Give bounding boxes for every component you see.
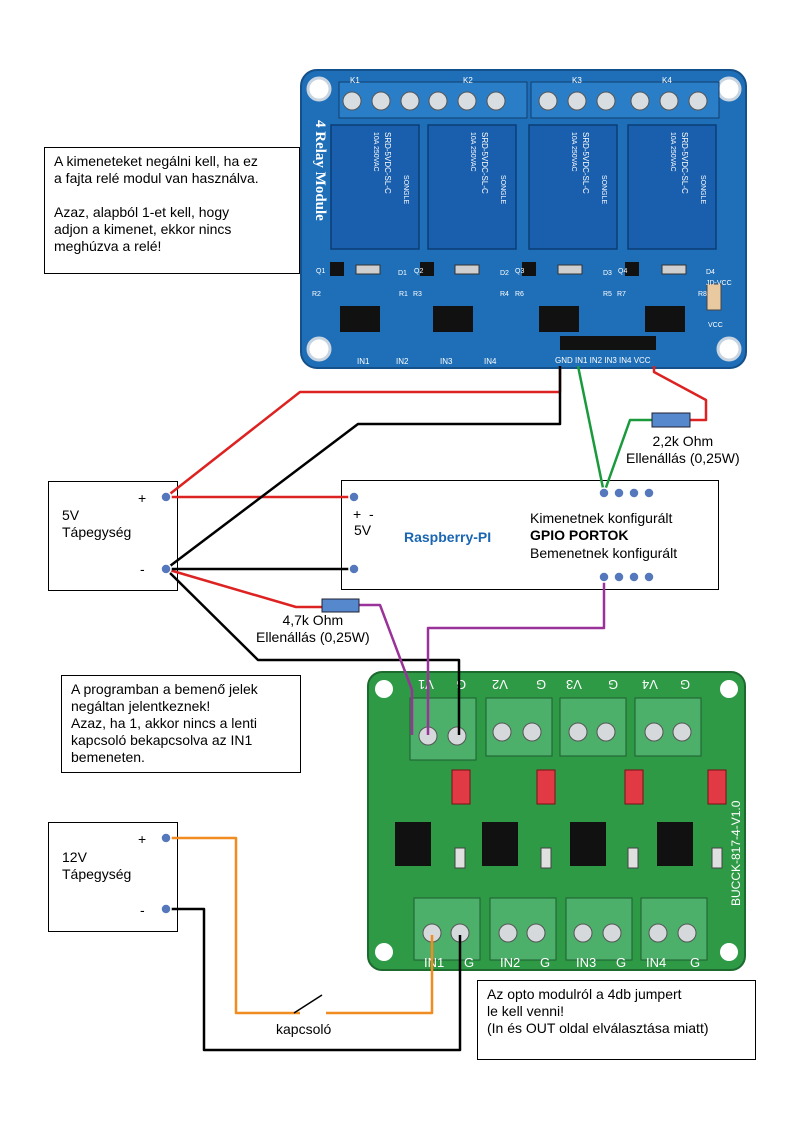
relay-note: A kimeneteket negálni kell, ha ez a fajt… [44, 147, 300, 274]
relay-label-k2: K2 [463, 76, 473, 85]
input-note: A programban a bemenő jelek negáltan jel… [61, 675, 301, 773]
resistor-r4: R4 [500, 291, 509, 298]
led-label-in1: IN1 [357, 357, 370, 366]
resistor-r8: R8 [698, 291, 707, 298]
raspberry-in-label: Bemenetnek konfigurált [530, 545, 678, 561]
raspberry-gpio-label: GPIO PORTOK [530, 527, 629, 543]
opto-bottom-in2: IN2 [500, 955, 521, 970]
switch-label: kapcsoló [276, 1021, 332, 1037]
opto-bottom-g2: G [540, 955, 551, 970]
raspberry-box [341, 480, 719, 590]
psu-12v-box [48, 822, 178, 932]
psu-12v-plus: + [138, 831, 147, 847]
transistor-q2: Q2 [414, 268, 424, 275]
resistor-r5: R5 [603, 291, 612, 298]
jumper-label-vcc: VCC [708, 322, 723, 329]
diode-d2: D2 [500, 270, 509, 277]
jumper-label-jdvcc: JD-VCC [706, 280, 732, 287]
resistor-r2: R2 [312, 291, 321, 298]
resistor-2k2-label: 2,2k Ohm Ellenállás (0,25W) [626, 433, 740, 466]
diode-d3: D3 [603, 270, 612, 277]
diode-d1: D1 [398, 270, 407, 277]
psu-5v-title: 5V Tápegység [62, 507, 132, 540]
resistor-r1: R1 [399, 291, 408, 298]
psu-5v-box [48, 481, 178, 591]
raspberry-out-label: Kimenetnek konfigurált [530, 510, 673, 526]
transistor-q4: Q4 [618, 268, 628, 275]
opto-bottom-g3: G [616, 955, 627, 970]
psu-5v-minus: - [140, 561, 145, 577]
opto-bottom-in4: IN4 [646, 955, 667, 970]
opto-bottom-g1: G [464, 955, 475, 970]
led-label-in2: IN2 [396, 357, 409, 366]
opto-bottom-in3: IN3 [576, 955, 597, 970]
opto-bottom-g4: G [690, 955, 701, 970]
diode-d4: D4 [706, 269, 715, 276]
resistor-r3: R3 [413, 291, 422, 298]
relay-label-k1: K1 [350, 76, 360, 85]
opto-bottom-in1: IN1 [424, 955, 445, 970]
psu-12v-minus: - [140, 902, 145, 918]
raspberry-power-signs: + - [353, 506, 374, 522]
led-label-in3: IN3 [440, 357, 453, 366]
transistor-q1: Q1 [316, 268, 326, 275]
relay-header-label: GND IN1 IN2 IN3 IN4 VCC [555, 356, 651, 365]
resistor-r7: R7 [617, 291, 626, 298]
relay-label-k4: K4 [662, 76, 672, 85]
resistor-r6: R6 [515, 291, 524, 298]
raspberry-power-label: 5V [354, 522, 372, 538]
psu-12v-title: 12V Tápegység [62, 849, 132, 882]
led-label-in4: IN4 [484, 357, 497, 366]
relay-label-k3: K3 [572, 76, 582, 85]
opto-note: Az opto modulról a 4db jumpert le kell v… [477, 980, 756, 1060]
raspberry-label: Raspberry-PI [404, 529, 492, 545]
transistor-q3: Q3 [515, 268, 525, 275]
resistor-4k7-label: 4,7k Ohm Ellenállás (0,25W) [256, 612, 370, 645]
psu-5v-plus: + [138, 490, 147, 506]
